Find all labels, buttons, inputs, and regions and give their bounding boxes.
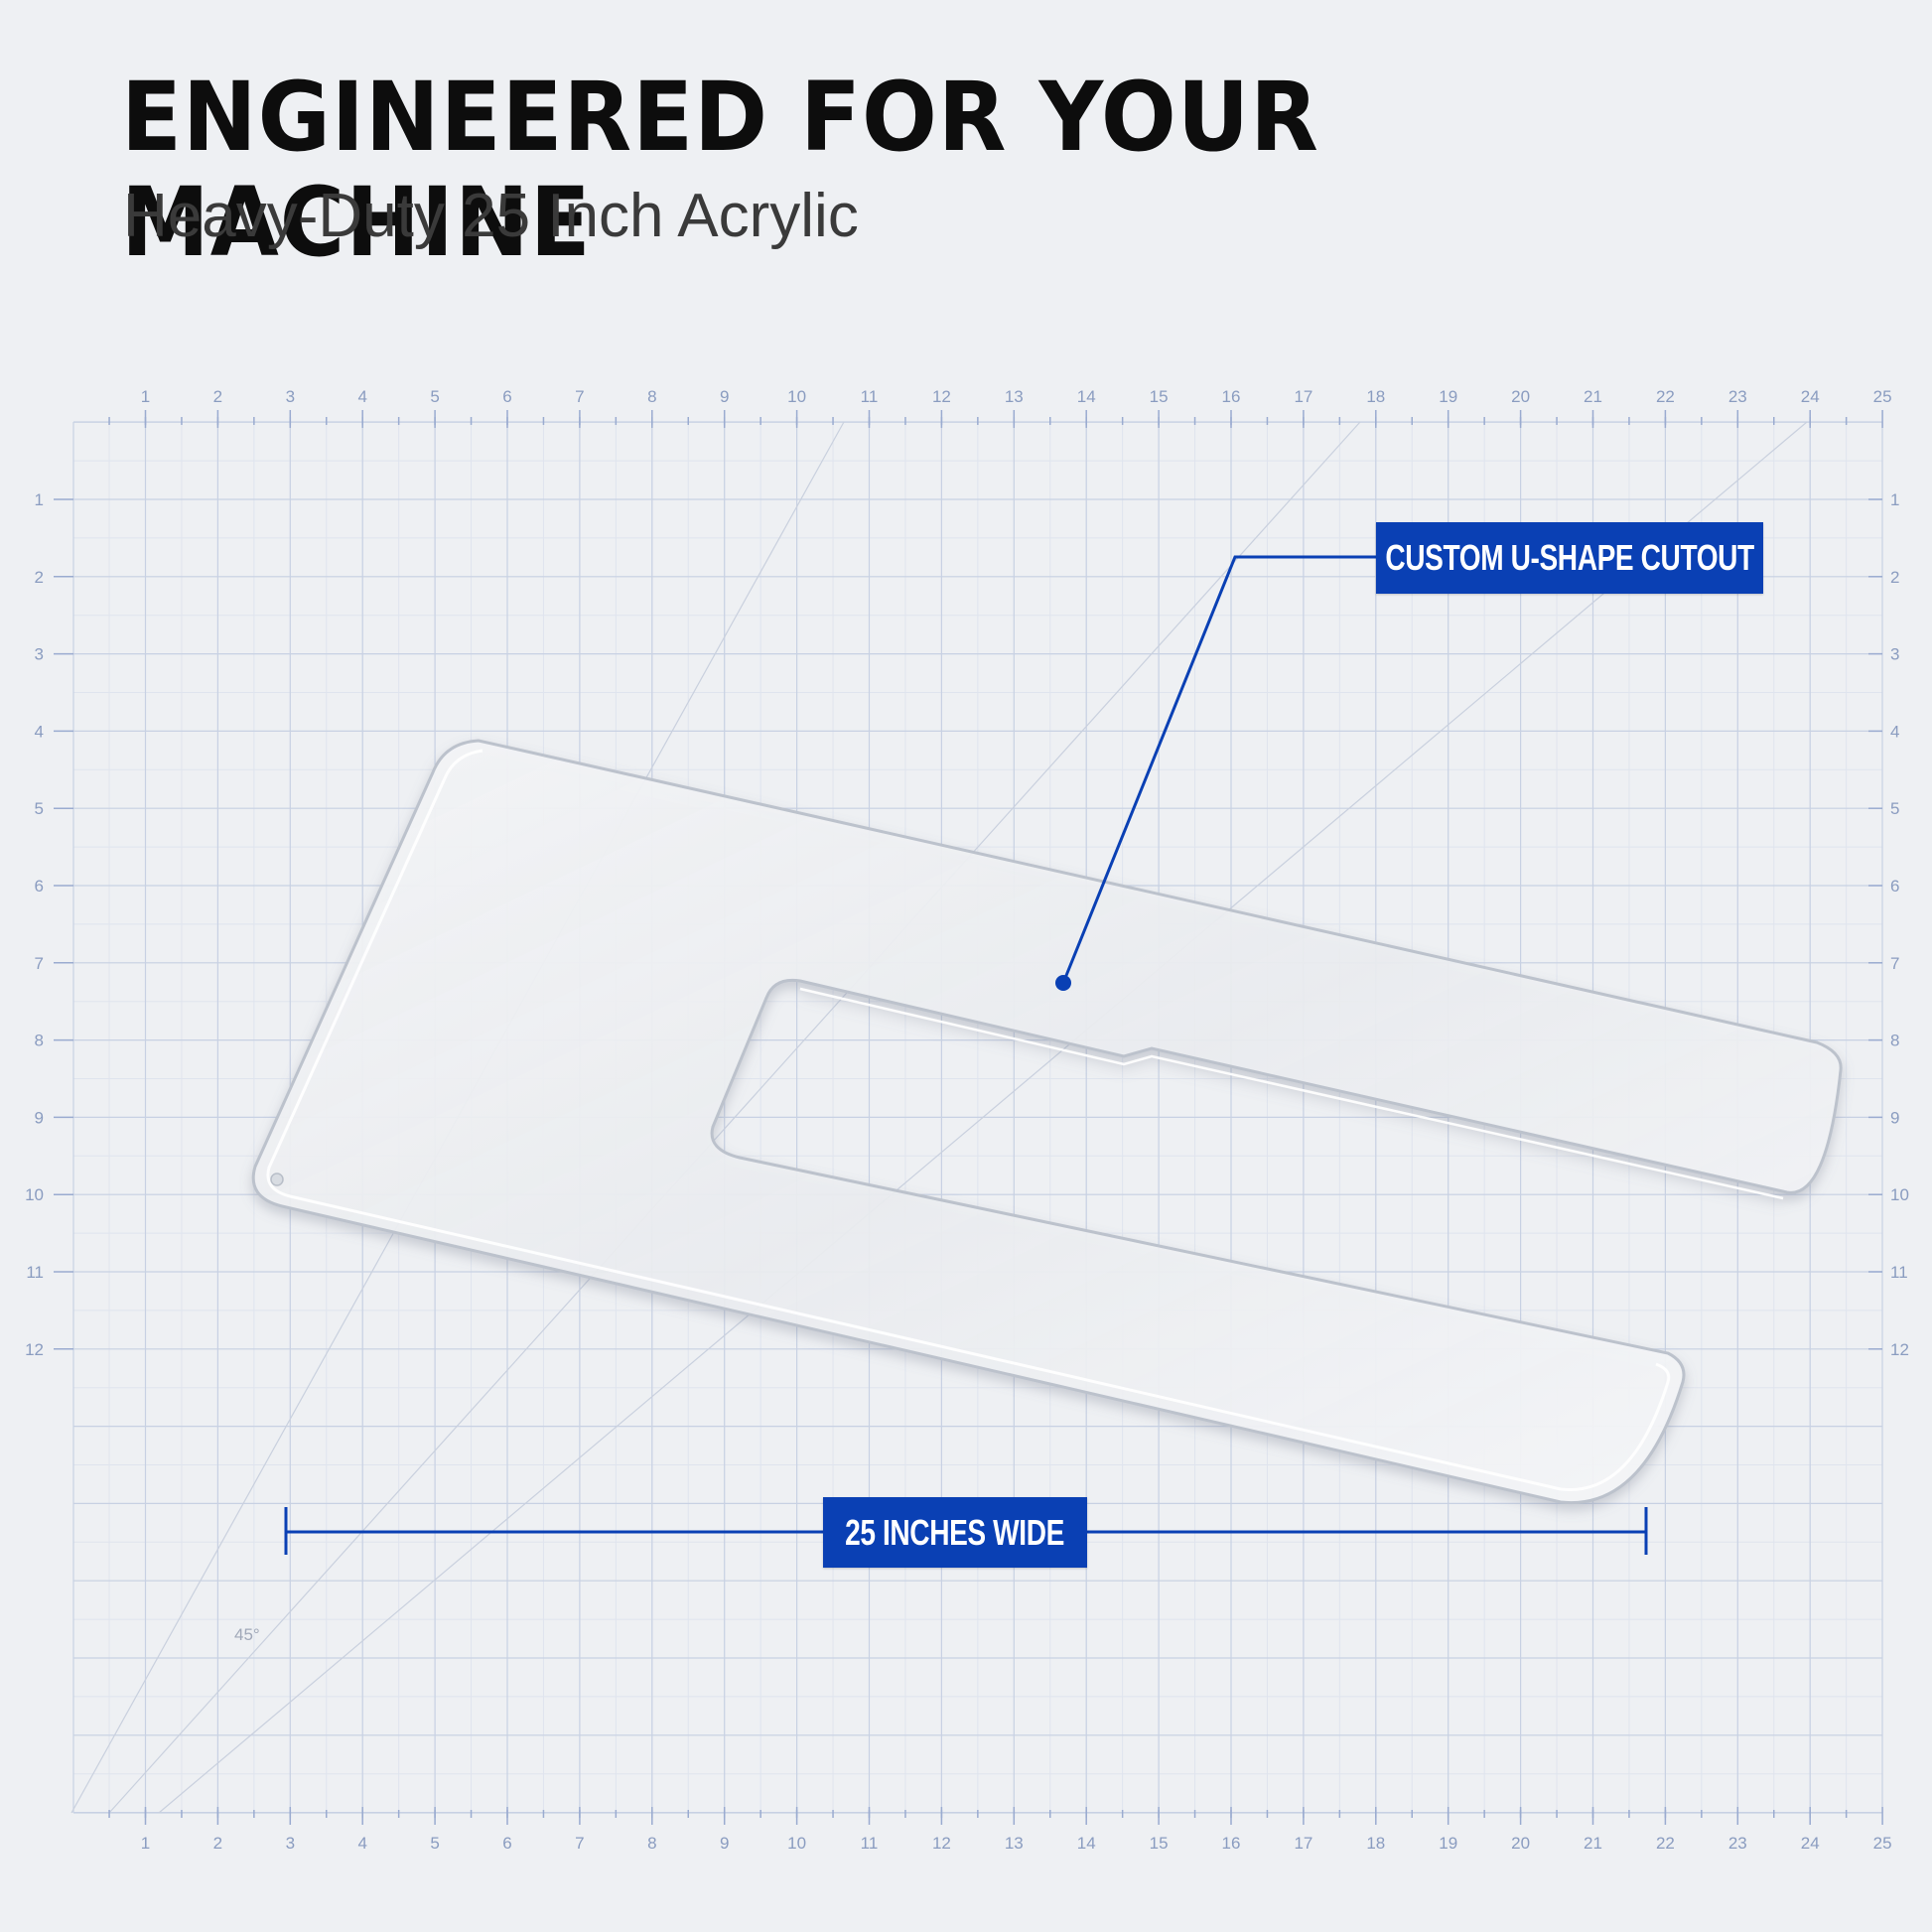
ruler-label-bottom: 7: [575, 1834, 584, 1853]
cutout-leader-line: [1055, 555, 1378, 991]
ruler-label-bottom: 25: [1873, 1834, 1892, 1853]
ruler-label-bottom: 17: [1294, 1834, 1312, 1853]
angle-label: 45°: [234, 1625, 260, 1644]
ruler-label-top: 6: [502, 387, 511, 406]
page-subtitle: Heavy-Duty 25 Inch Acrylic: [123, 182, 859, 250]
ruler-label-left: 9: [35, 1108, 44, 1127]
ruler-label-right: 2: [1890, 568, 1899, 587]
ruler-label-left: 4: [35, 722, 44, 741]
ruler-label-top: 20: [1511, 387, 1530, 406]
ruler-label-top: 22: [1656, 387, 1675, 406]
ruler-label-left: 2: [35, 568, 44, 587]
ruler-label-right: 4: [1890, 722, 1899, 741]
ruler-label-bottom: 4: [357, 1834, 366, 1853]
ruler-label-bottom: 10: [787, 1834, 806, 1853]
ruler-label-right: 7: [1890, 954, 1899, 973]
ruler-label-bottom: 19: [1439, 1834, 1457, 1853]
cutout-callout-badge: CUSTOM U-SHAPE CUTOUT: [1376, 522, 1763, 594]
ruler-label-top: 19: [1439, 387, 1457, 406]
ruler-label-left: 10: [25, 1185, 44, 1204]
ruler-label-top: 4: [357, 387, 366, 406]
ruler-label-top: 25: [1873, 387, 1892, 406]
ruler-label-top: 16: [1222, 387, 1241, 406]
ruler-label-top: 3: [286, 387, 295, 406]
ruler-label-right: 6: [1890, 877, 1899, 896]
ruler-label-left: 1: [35, 490, 44, 509]
ruler-label-bottom: 18: [1366, 1834, 1385, 1853]
ruler-label-left: 5: [35, 799, 44, 818]
ruler-label-right: 5: [1890, 799, 1899, 818]
ruler-label-top: 14: [1077, 387, 1096, 406]
ruler-label-top: 21: [1584, 387, 1602, 406]
ruler-ticks: [54, 410, 1883, 1825]
ruler-label-top: 13: [1005, 387, 1024, 406]
ruler-label-top: 18: [1366, 387, 1385, 406]
page-title: ENGINEERED FOR YOUR MACHINE: [121, 62, 1319, 278]
ruler-label-right: 9: [1890, 1108, 1899, 1127]
ruler-label-right: 1: [1890, 490, 1899, 509]
ruler-label-bottom: 3: [286, 1834, 295, 1853]
ruler-label-bottom: 2: [213, 1834, 222, 1853]
ruler-label-bottom: 21: [1584, 1834, 1602, 1853]
ruler-label-left: 6: [35, 877, 44, 896]
ruler-label-top: 15: [1150, 387, 1169, 406]
ruler-label-left: 8: [35, 1032, 44, 1050]
ruler-label-top: 2: [213, 387, 222, 406]
ruler-label-right: 12: [1890, 1340, 1909, 1359]
ruler-label-top: 9: [720, 387, 729, 406]
ruler-label-left: 3: [35, 645, 44, 664]
acrylic-u-shape-table-icon: [251, 739, 1843, 1505]
ruler-label-top: 12: [932, 387, 951, 406]
ruler-label-top: 10: [787, 387, 806, 406]
ruler-label-bottom: 1: [141, 1834, 150, 1853]
ruler-label-bottom: 20: [1511, 1834, 1530, 1853]
ruler-label-top: 1: [141, 387, 150, 406]
ruler-label-bottom: 14: [1077, 1834, 1096, 1853]
ruler-label-top: 24: [1801, 387, 1820, 406]
ruler-label-right: 8: [1890, 1032, 1899, 1050]
ruler-label-bottom: 23: [1728, 1834, 1747, 1853]
ruler-label-top: 11: [861, 387, 879, 406]
ruler-label-bottom: 13: [1005, 1834, 1024, 1853]
ruler-label-bottom: 11: [861, 1834, 879, 1853]
ruler-label-top: 17: [1294, 387, 1312, 406]
cutout-callout-label: CUSTOM U-SHAPE CUTOUT: [1385, 537, 1754, 578]
ruler-label-bottom: 22: [1656, 1834, 1675, 1853]
ruler-label-top: 8: [647, 387, 656, 406]
ruler-labels: 1122334455667788991010111112121313141415…: [25, 387, 1909, 1853]
ruler-label-left: 7: [35, 954, 44, 973]
ruler-label-right: 10: [1890, 1185, 1909, 1204]
width-callout-label: 25 INCHES WIDE: [845, 1511, 1065, 1553]
ruler-label-bottom: 8: [647, 1834, 656, 1853]
ruler-label-bottom: 9: [720, 1834, 729, 1853]
ruler-label-bottom: 6: [502, 1834, 511, 1853]
ruler-label-right: 3: [1890, 645, 1899, 664]
ruler-label-bottom: 24: [1801, 1834, 1820, 1853]
ruler-label-bottom: 5: [430, 1834, 439, 1853]
ruler-label-top: 5: [430, 387, 439, 406]
width-callout-badge: 25 INCHES WIDE: [823, 1497, 1087, 1568]
ruler-label-bottom: 12: [932, 1834, 951, 1853]
ruler-label-top: 23: [1728, 387, 1747, 406]
ruler-label-left: 11: [26, 1263, 44, 1282]
ruler-label-top: 7: [575, 387, 584, 406]
ruler-label-bottom: 16: [1222, 1834, 1241, 1853]
ruler-label-bottom: 15: [1150, 1834, 1169, 1853]
ruler-label-left: 12: [25, 1340, 44, 1359]
ruler-label-right: 11: [1890, 1263, 1908, 1282]
width-dimension-line: [284, 1507, 1648, 1555]
